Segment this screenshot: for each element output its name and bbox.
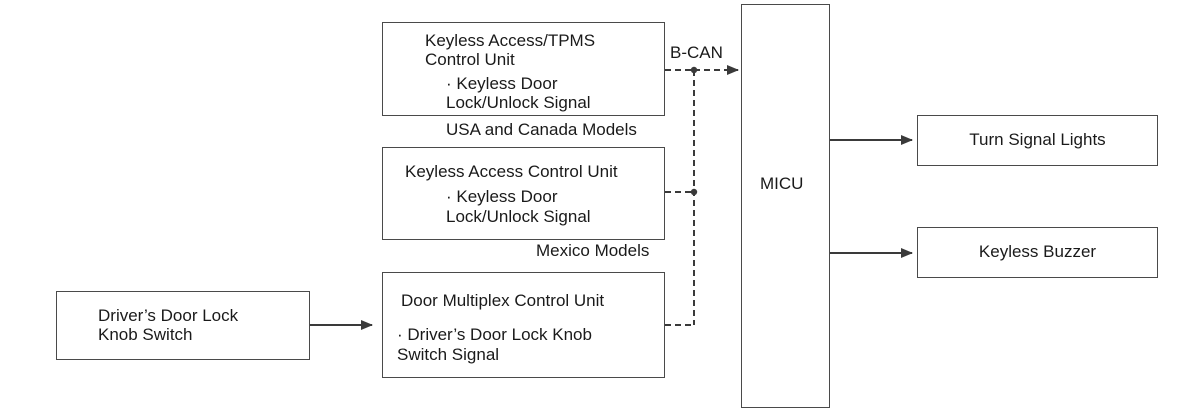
tpms-control-unit-box — [382, 22, 665, 116]
keyless-signal-line1: · Keyless Door — [446, 187, 558, 206]
bcan-junction-dot — [690, 66, 698, 74]
keyless-signal-line2: Lock/Unlock Signal — [446, 207, 591, 226]
usa-canada-models-label: USA and Canada Models — [446, 120, 637, 139]
door-multiplex-signal-line1: · Driver’s Door Lock Knob — [397, 325, 592, 344]
knob-switch-line2: Knob Switch — [98, 325, 193, 344]
keyless-buzzer-box — [917, 227, 1158, 278]
turn-signal-lights-label: Turn Signal Lights — [969, 130, 1106, 149]
tpms-control-unit-title-line2: Control Unit — [425, 50, 515, 69]
tpms-control-unit-title-line1: Keyless Access/TPMS — [425, 31, 596, 50]
door-multiplex-control-unit-box — [382, 272, 665, 378]
tpms-signal-line2: Lock/Unlock Signal — [446, 93, 591, 112]
mexico-models-label: Mexico Models — [536, 241, 650, 260]
tpms-signal-line1: · Keyless Door — [446, 74, 558, 93]
bcan-label: B-CAN — [670, 43, 723, 62]
door-multiplex-control-unit-title: Door Multiplex Control Unit — [401, 291, 605, 310]
keyless-buzzer-label: Keyless Buzzer — [978, 242, 1097, 261]
knob-switch-line1: Driver’s Door Lock — [98, 306, 239, 325]
keyless-access-control-unit-box — [382, 147, 665, 240]
bcan-junction-dot — [690, 188, 698, 196]
micu-box — [741, 4, 830, 408]
keyless-access-control-unit-title: Keyless Access Control Unit — [405, 162, 618, 181]
knob-switch-box — [56, 291, 310, 360]
door-multiplex-signal-line2: Switch Signal — [397, 345, 500, 364]
micu-label: MICU — [760, 174, 804, 193]
turn-signal-lights-box — [917, 115, 1158, 166]
